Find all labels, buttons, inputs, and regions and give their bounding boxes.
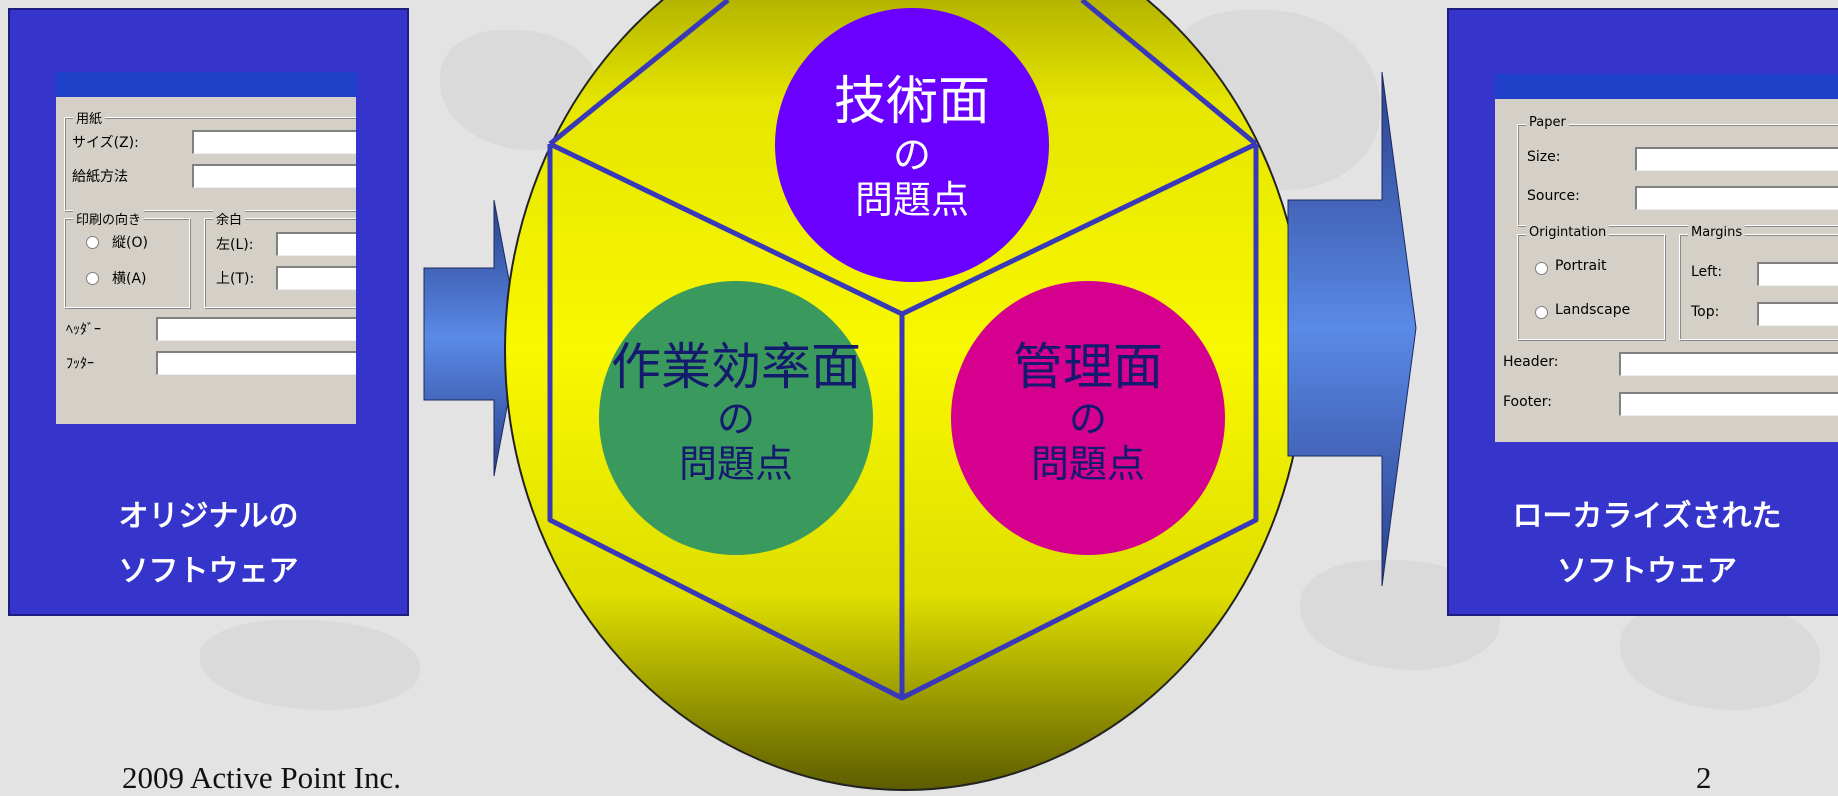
size-label: サイズ(Z): — [72, 135, 139, 151]
header-label: ﾍｯﾀﾞｰ — [66, 322, 101, 338]
technical-particle: の — [892, 133, 931, 178]
size-field[interactable] — [192, 130, 356, 154]
header-label: Header: — [1503, 354, 1559, 370]
dialog-titlebar — [1495, 74, 1838, 99]
landscape-label: 横(A) — [112, 271, 147, 287]
orientation-group-title: Origintation — [1526, 225, 1610, 240]
source-field[interactable] — [192, 164, 356, 188]
technical-issues-label: 技術面 の 問題点 — [772, 72, 1052, 223]
footer-field[interactable] — [156, 351, 356, 375]
print-dialog-english: Paper Size: Source: Origintation Portrai… — [1495, 74, 1838, 442]
efficiency-issues-circle — [599, 281, 873, 555]
management-title: 管理面 — [1013, 338, 1163, 396]
map-shape — [1620, 600, 1820, 710]
right-arrow — [1287, 71, 1417, 587]
portrait-label: 縦(O) — [112, 235, 148, 251]
original-caption-line2: ソフトウェア — [118, 554, 299, 589]
print-dialog-japanese: 用紙 サイズ(Z): 給紙方法 印刷の向き 縦(O) 横(A) 余白 左(L):… — [56, 72, 356, 424]
orientation-group: Origintation — [1517, 225, 1665, 340]
original-caption-line1: オリジナルの — [118, 499, 299, 534]
source-label: 給紙方法 — [72, 169, 128, 185]
landscape-radio[interactable] — [1535, 306, 1548, 319]
original-software-panel: 用紙 サイズ(Z): 給紙方法 印刷の向き 縦(O) 横(A) 余白 左(L):… — [8, 8, 409, 616]
left-arrow — [423, 199, 521, 477]
cube-outline — [547, 0, 1259, 701]
orientation-group: 印刷の向き — [64, 209, 190, 308]
margins-group: Margins — [1679, 225, 1838, 340]
map-shape — [200, 620, 420, 710]
portrait-radio[interactable] — [1535, 262, 1548, 275]
top-margin-label: Top: — [1691, 304, 1720, 320]
efficiency-suffix: 問題点 — [678, 441, 793, 486]
technical-title: 技術面 — [833, 72, 990, 132]
technical-suffix: 問題点 — [854, 178, 969, 223]
portrait-label: Portrait — [1555, 258, 1607, 274]
localized-caption-line2: ソフトウェア — [1557, 554, 1737, 589]
efficiency-title: 作業効率面 — [611, 338, 861, 396]
footer-label: Footer: — [1503, 394, 1553, 410]
copyright-text: 2009 Active Point Inc. — [122, 760, 401, 795]
top-margin-label: 上(T): — [216, 271, 255, 287]
efficiency-particle: の — [716, 397, 755, 441]
size-label: Size: — [1527, 149, 1561, 165]
paper-group: 用紙 — [64, 108, 356, 211]
footer-label: ﾌｯﾀｰ — [66, 356, 94, 372]
management-suffix: 問題点 — [1030, 441, 1145, 486]
landscape-label: Landscape — [1555, 302, 1631, 318]
localized-software-panel: Paper Size: Source: Origintation Portrai… — [1447, 8, 1838, 616]
margins-group-title: 余白 — [213, 209, 246, 228]
left-margin-field[interactable] — [1757, 262, 1838, 286]
page-number: 2 — [1696, 760, 1712, 795]
technical-issues-circle — [775, 8, 1049, 282]
footer-field[interactable] — [1619, 392, 1838, 416]
margins-group: 余白 — [204, 209, 356, 308]
left-margin-label: 左(L): — [216, 237, 254, 253]
efficiency-issues-label: 作業効率面 の 問題点 — [596, 338, 876, 487]
paper-group-title: Paper — [1526, 115, 1569, 130]
management-particle: の — [1068, 397, 1107, 441]
left-margin-label: Left: — [1691, 264, 1723, 280]
localized-caption-line1: ローカライズされた — [1512, 499, 1782, 534]
margins-group-title: Margins — [1688, 225, 1746, 240]
management-issues-circle — [951, 281, 1225, 555]
paper-group: Paper — [1517, 115, 1838, 226]
portrait-radio[interactable] — [86, 236, 99, 249]
source-field[interactable] — [1635, 186, 1838, 210]
source-label: Source: — [1527, 188, 1580, 204]
left-margin-field[interactable] — [276, 232, 356, 256]
top-margin-field[interactable] — [276, 266, 356, 290]
header-field[interactable] — [1619, 352, 1838, 376]
size-field[interactable] — [1635, 147, 1838, 171]
header-field[interactable] — [156, 317, 356, 341]
paper-group-title: 用紙 — [73, 108, 106, 127]
management-issues-label: 管理面 の 問題点 — [948, 338, 1228, 487]
landscape-radio[interactable] — [86, 272, 99, 285]
orientation-group-title: 印刷の向き — [73, 209, 145, 228]
top-margin-field[interactable] — [1757, 302, 1838, 326]
dialog-titlebar — [56, 72, 356, 97]
